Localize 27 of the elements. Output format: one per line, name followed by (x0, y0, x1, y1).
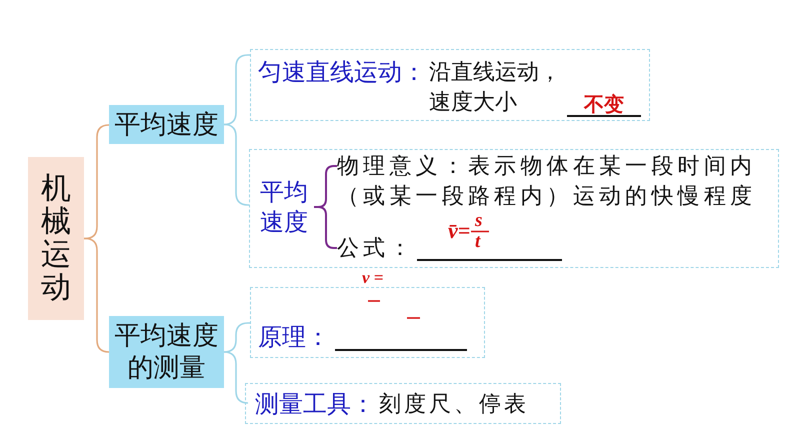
dashed-box (250, 287, 485, 358)
brace-connector (223, 322, 250, 353)
body-text: 沿直线运动，速度大小 (429, 59, 562, 117)
brace-connector (84, 124, 110, 240)
dashed-box (250, 49, 650, 121)
topic-box (28, 157, 84, 320)
branch-box: 平均速度 (109, 105, 224, 144)
brace-connector (223, 351, 249, 404)
dashed-box (245, 383, 561, 424)
fraction-numerator: s (475, 212, 482, 229)
brace-connector (223, 54, 250, 126)
brace-connector (84, 238, 110, 353)
formula-symbol: v̄= (448, 220, 470, 242)
body-text: 公式： (337, 237, 415, 261)
topic-text: 机械运动 (41, 172, 71, 304)
formula-symbol: v = (362, 270, 384, 286)
heading-text: 原理： (258, 323, 330, 351)
branch-box: 平均速度的测量 (109, 316, 224, 388)
brace-connector (223, 124, 250, 206)
heading-text: 测量工具： (255, 390, 375, 418)
fill-in-line: 不变 (567, 93, 641, 117)
body-text: 物理意义：表示物体在某一段时间内（或某一段路程内）运动的快慢程度 (337, 152, 763, 212)
heading-text: 匀速直线运动： (258, 58, 426, 86)
heading-text: 平均速度 (260, 177, 314, 237)
fraction-denominator: t (475, 233, 480, 250)
dashed-box (249, 149, 779, 268)
body-text: 刻度尺、停表 (379, 392, 529, 418)
